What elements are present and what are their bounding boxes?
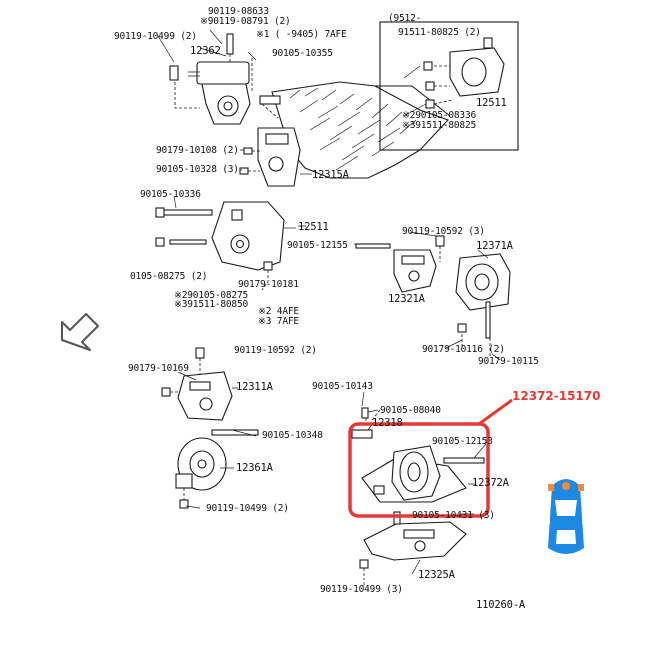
part-label: 90105-10328 (3) xyxy=(156,164,239,175)
engine-block-outline xyxy=(271,81,451,179)
part-label: 0105-08275 (2) xyxy=(130,271,208,282)
part-label: 90179-10108 (2) xyxy=(156,145,239,156)
part-label: ※290105-08275 xyxy=(174,290,248,301)
part-label: 90179-10181 xyxy=(238,279,299,290)
part-label: 12362 xyxy=(190,45,221,57)
part-label: 12371A xyxy=(476,240,513,252)
part-label: ※391511-80825 xyxy=(402,120,476,131)
part-label: 91511-80825 (2) xyxy=(398,27,481,38)
part-label: 90119-08633 xyxy=(208,6,269,17)
part-label: 90105-10355 xyxy=(272,48,333,59)
part-label: ※2 4AFE xyxy=(258,306,299,317)
part-label: 12511 xyxy=(476,97,507,109)
part-label: 90105-08040 xyxy=(380,405,441,416)
bracket-12311A xyxy=(161,347,233,421)
part-label: 12315A xyxy=(312,169,349,181)
part-label: ※3 7AFE xyxy=(258,316,299,327)
part-label: 90105-10348 xyxy=(262,430,323,441)
car-top-view-icon xyxy=(546,479,586,554)
part-label: 12372A xyxy=(472,477,509,489)
part-label: 12318 xyxy=(372,417,403,429)
part-label: 90119-10499 (3) xyxy=(320,584,403,595)
bracket-12315A xyxy=(239,127,301,187)
part-label: 90105-12153 xyxy=(432,436,493,447)
bracket-12511-left xyxy=(155,201,285,271)
part-label: 12361A xyxy=(236,462,273,474)
part-label: 90105-10143 xyxy=(312,381,373,392)
mount-12361A xyxy=(175,429,259,509)
highlighted-part-number: 12372-15170 xyxy=(512,389,601,403)
part-label: 90105-12155 xyxy=(287,240,348,251)
front-direction-arrow-icon xyxy=(61,313,99,351)
part-label: 90119-10592 (2) xyxy=(234,345,317,356)
mount-12372A xyxy=(351,429,485,503)
part-label: ※1 ( -9405) 7AFE xyxy=(256,29,347,40)
part-label: ※391511-80850 xyxy=(174,299,248,310)
part-label: 12511 xyxy=(298,221,329,233)
part-label: 12325A xyxy=(418,569,455,581)
part-label: ※90119-08791 (2) xyxy=(200,16,291,27)
part-label: 12311A xyxy=(236,381,273,393)
part-label: 90179-10115 xyxy=(478,356,539,367)
part-label: 90119-10592 (3) xyxy=(402,226,485,237)
part-label: 90105-10336 xyxy=(140,189,201,200)
part-label: 90119-10499 (2) xyxy=(206,503,289,514)
mount-12371A xyxy=(455,253,511,339)
part-label: 90119-10499 (2) xyxy=(114,31,197,42)
inset-box xyxy=(379,21,519,151)
bracket-12321A xyxy=(355,235,445,293)
part-label: 90179-10169 xyxy=(128,363,189,374)
part-label: 12321A xyxy=(388,293,425,305)
highlight-frame xyxy=(348,398,513,518)
part-label: 90105-10431 (3) xyxy=(412,510,495,521)
inset-date-label: (9512- xyxy=(388,13,422,24)
bracket-12325A xyxy=(359,511,467,569)
diagram-code: 110260-A xyxy=(476,599,525,611)
mount-12362 xyxy=(169,33,281,125)
part-label: ※290105-08336 xyxy=(402,110,476,121)
part-label: 90179-10116 (2) xyxy=(422,344,505,355)
